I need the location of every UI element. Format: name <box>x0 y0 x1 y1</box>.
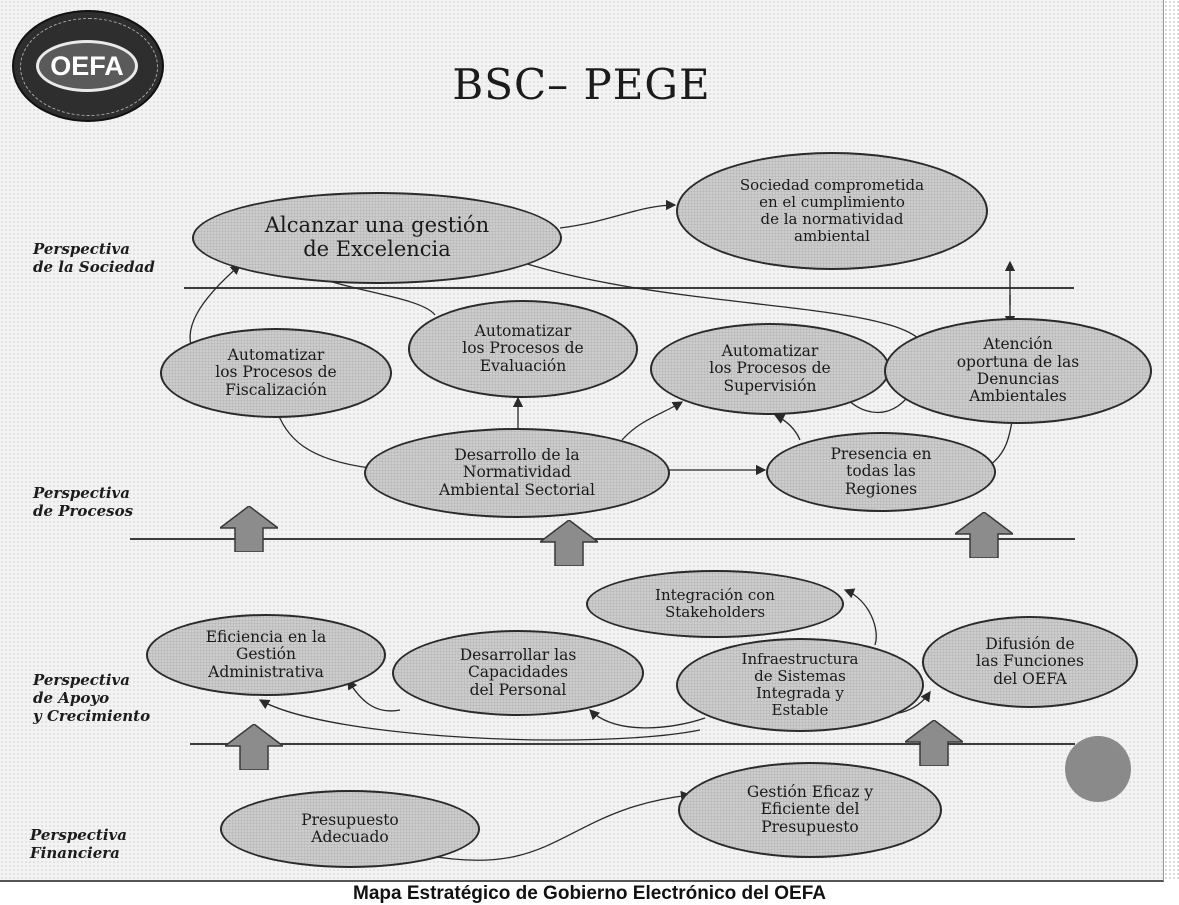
up-arrow-left-apoyo <box>225 724 283 770</box>
objective-eficiencia-gestion: Eficiencia en la Gestión Administrativa <box>146 614 386 696</box>
arrow-presencia-to-supervision <box>773 414 801 441</box>
connector-arrows <box>189 199 1019 861</box>
objective-automatizar-supervision: Automatizar los Procesos de Supervisión <box>650 323 890 415</box>
objective-integracion-stakeholders: Integración con Stakeholders <box>586 570 844 638</box>
objective-desarrollar-capacidades: Desarrollar las Capacidades del Personal <box>392 630 644 716</box>
perspective-procesos-label: Perspectiva de Procesos <box>33 484 134 520</box>
up-arrow-right-apoyo <box>905 720 963 766</box>
logo-text: OEFA <box>36 40 138 92</box>
objective-presupuesto-adecuado: Presupuesto Adecuado <box>220 790 480 868</box>
separator-sociedad <box>184 287 1074 289</box>
arrow-presupuesto-to-gestion-eficaz <box>424 790 692 861</box>
arrow-infraestructura-to-capacidades <box>589 709 706 729</box>
objective-sociedad-comprometida: Sociedad comprometida en el cumplimiento… <box>676 152 988 270</box>
objective-atencion-denuncias: Atención oportuna de las Denuncias Ambie… <box>884 318 1152 424</box>
up-arrow-center-procesos <box>540 520 598 566</box>
objective-automatizar-fiscalizacion: Automatizar los Procesos de Fiscalizació… <box>160 328 392 418</box>
up-arrow-right-procesos <box>955 512 1013 558</box>
separator-procesos <box>130 538 1075 540</box>
strategy-map-slide: OEFA BSC– PEGE Perspectiva de la Socieda… <box>0 0 1164 882</box>
objective-automatizar-evaluacion: Automatizar los Procesos de Evaluación <box>408 300 638 398</box>
figure-caption: Mapa Estratégico de Gobierno Electrónico… <box>353 883 826 904</box>
objective-gestion-eficaz-presupuesto: Gestión Eficaz y Eficiente del Presupues… <box>678 762 942 858</box>
separator-apoyo <box>190 743 1075 745</box>
arrow-infraestructura-to-eficiencia <box>258 699 701 741</box>
oefa-logo: OEFA <box>12 10 164 122</box>
arrow-excelencia-to-sociedad <box>559 199 677 229</box>
slide-title: BSC– PEGE <box>452 60 711 109</box>
objective-infraestructura-sistemas: Infraestructura de Sistemas Integrada y … <box>676 638 924 732</box>
objective-presencia-regiones: Presencia en todas las Regiones <box>766 432 996 512</box>
logo-ring <box>20 18 158 116</box>
objective-desarrollo-normatividad: Desarrollo de la Normatividad Ambiental … <box>364 428 670 518</box>
objective-gestion-excelencia: Alcanzar una gestión de Excelencia <box>192 192 562 284</box>
decorative-circle <box>1065 736 1131 802</box>
arrow-normatividad-to-supervision <box>621 401 684 441</box>
up-arrow-left-procesos <box>220 506 278 552</box>
arrow-denuncias-to-excelencia <box>498 253 921 341</box>
perspective-apoyo-label: Perspectiva de Apoyo y Crecimiento <box>33 671 151 725</box>
scan-edge <box>1164 0 1179 880</box>
arrow-capacidades-to-eficiencia <box>347 678 401 712</box>
objective-difusion-funciones: Difusión de las Funciones del OEFA <box>922 616 1138 708</box>
perspective-sociedad-label: Perspectiva de la Sociedad <box>33 240 155 276</box>
perspective-financiera-label: Perspectiva Financiera <box>30 826 127 862</box>
arrow-infraestructura-to-stakeholders <box>843 588 877 646</box>
